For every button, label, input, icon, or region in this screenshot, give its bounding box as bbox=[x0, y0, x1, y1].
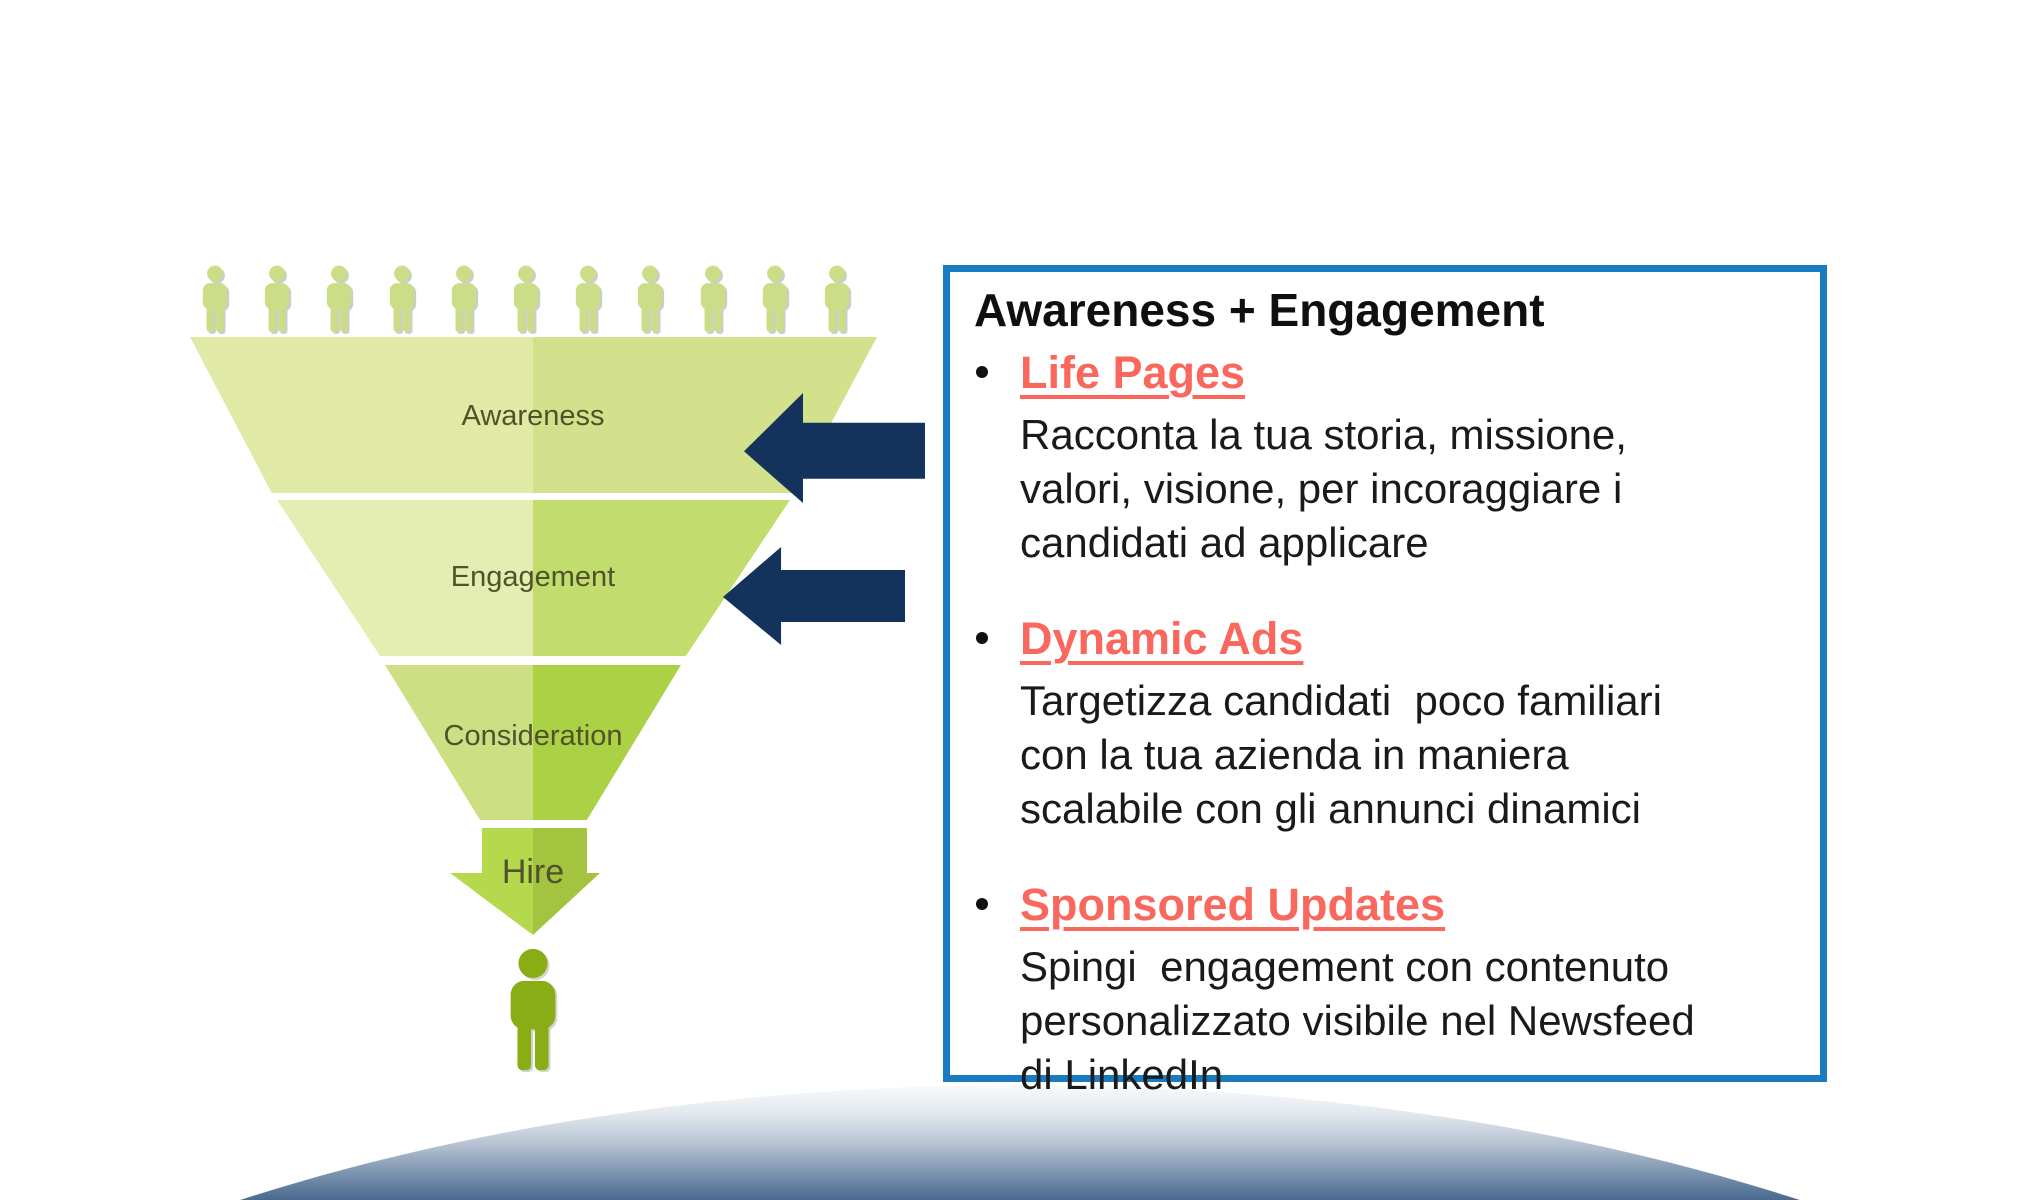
dynamic-ads-description: Targetizza candidati poco familiari con … bbox=[1020, 677, 1662, 832]
info-box-title: Awareness + Engagement bbox=[974, 284, 1545, 336]
bullet-icon bbox=[976, 632, 988, 644]
person-icon bbox=[575, 265, 601, 332]
person-icon bbox=[824, 265, 850, 332]
hired-person-icon bbox=[510, 948, 556, 1071]
info-box: Awareness + Engagement Life Pages Raccon… bbox=[943, 265, 1827, 1098]
funnel-label-hire: Hire bbox=[501, 853, 565, 891]
person-icon bbox=[327, 265, 352, 332]
bullet-icon bbox=[976, 366, 988, 378]
sponsored-updates-description: Spingi engagement con contenuto personal… bbox=[1020, 943, 1695, 1098]
list-item-life-pages: Life Pages Racconta la tua storia, missi… bbox=[976, 344, 1800, 570]
background-arc bbox=[0, 1085, 2040, 1200]
person-icon bbox=[700, 265, 725, 332]
funnel-label-engagement: Engagement bbox=[450, 561, 616, 593]
people-row bbox=[197, 263, 855, 335]
bullet-icon bbox=[976, 898, 988, 910]
person-icon bbox=[389, 265, 414, 332]
life-pages-link[interactable]: Life Pages bbox=[1020, 347, 1246, 398]
person-icon bbox=[202, 265, 228, 332]
list-item-sponsored-updates: Sponsored Updates Spingi engagement con … bbox=[976, 876, 1800, 1102]
person-icon bbox=[762, 265, 787, 332]
dynamic-ads-link[interactable]: Dynamic Ads bbox=[1020, 613, 1304, 664]
person-icon bbox=[451, 265, 476, 332]
list-item-dynamic-ads: Dynamic Ads Targetizza candidati poco fa… bbox=[976, 610, 1800, 836]
person-icon bbox=[638, 265, 663, 332]
person-icon bbox=[265, 265, 290, 332]
engagement-left-arrow-icon bbox=[723, 547, 905, 645]
funnel-label-awareness: Awareness bbox=[461, 400, 605, 432]
funnel-label-consideration: Consideration bbox=[443, 720, 623, 752]
person-icon bbox=[513, 265, 539, 332]
life-pages-description: Racconta la tua storia, missione, valori… bbox=[1020, 411, 1627, 566]
sponsored-updates-link[interactable]: Sponsored Updates bbox=[1020, 879, 1446, 930]
